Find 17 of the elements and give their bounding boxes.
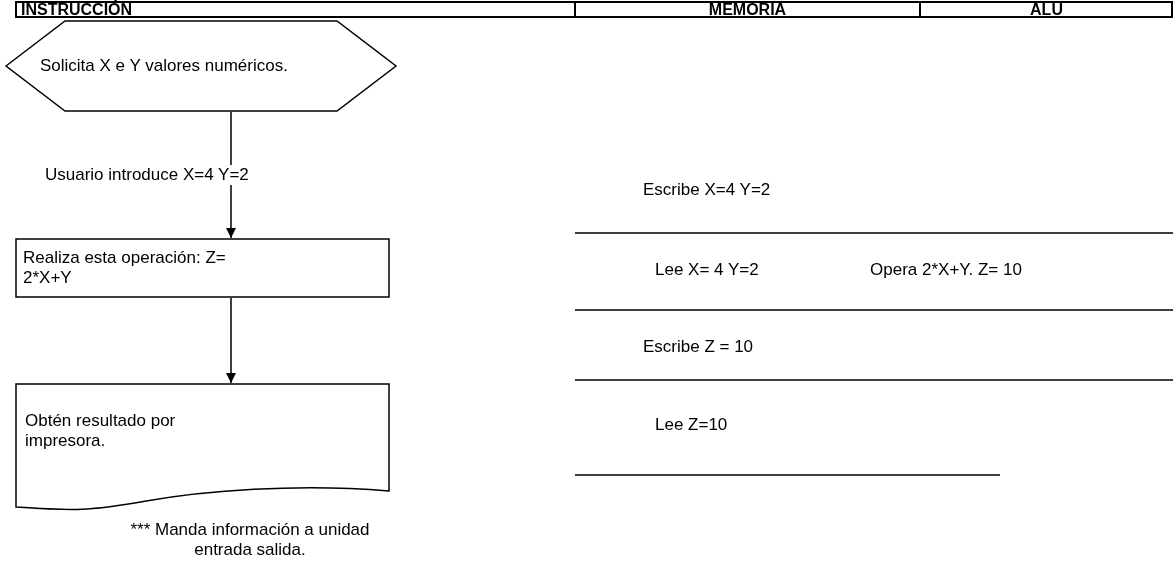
process-box — [15, 238, 390, 298]
table-text: Lee Z=10 — [655, 415, 728, 435]
table-text: Escribe Z = 10 — [643, 337, 754, 357]
document-shape — [15, 383, 390, 513]
node-text: Solicita X e Y valores numéricos. — [40, 56, 289, 76]
arrow — [226, 297, 236, 384]
table-text: Opera 2*X+Y. Z= 10 — [870, 260, 1022, 280]
side-note: *** Manda información a unidad entrada salida. — [129, 520, 371, 560]
column-header: MEMORIA — [707, 1, 788, 18]
node-text: Realiza esta operación: Z= 2*X+Y — [23, 248, 227, 288]
node-text: Obtén resultado por impresora. — [25, 411, 177, 451]
input-hexagon — [5, 20, 397, 112]
table-text: Lee X= 4 Y=2 — [655, 260, 759, 280]
column-header: ALU — [1029, 1, 1064, 18]
table-text: Escribe X=4 Y=2 — [643, 180, 771, 200]
column-header: INSTRUCCIÓN — [21, 1, 134, 18]
edge-label: Usuario introduce X=4 Y=2 — [45, 165, 249, 185]
